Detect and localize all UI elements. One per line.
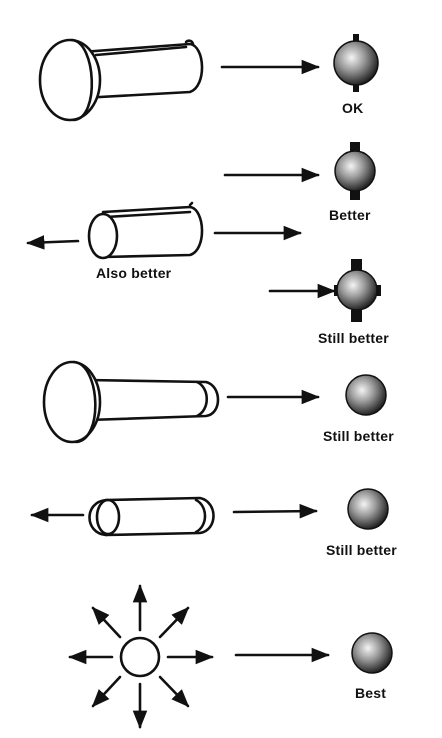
- label-also-better: Also better: [96, 265, 172, 281]
- short-cylinder: [87, 201, 204, 260]
- ball-still-better-flash: [334, 259, 381, 322]
- headed-pin-long: [38, 38, 204, 122]
- label-still-better-1: Still better: [318, 330, 389, 346]
- arrow-right: [232, 503, 318, 519]
- headed-pin-tapered: [42, 360, 220, 444]
- radial-source: [68, 584, 214, 729]
- ball-best: [351, 632, 393, 674]
- arrow-left: [26, 235, 80, 250]
- ball-better: [334, 142, 376, 200]
- label-still-better-3: Still better: [326, 542, 397, 558]
- label-best: Best: [355, 685, 387, 701]
- label-ok: OK: [342, 100, 364, 116]
- ball-still-better-3: [347, 488, 389, 530]
- label-still-better-2: Still better: [323, 428, 394, 444]
- ball-still-better-2: [345, 374, 387, 416]
- label-better: Better: [329, 207, 371, 223]
- ball-ok: [333, 34, 379, 92]
- double-tapered-cylinder: [88, 496, 215, 537]
